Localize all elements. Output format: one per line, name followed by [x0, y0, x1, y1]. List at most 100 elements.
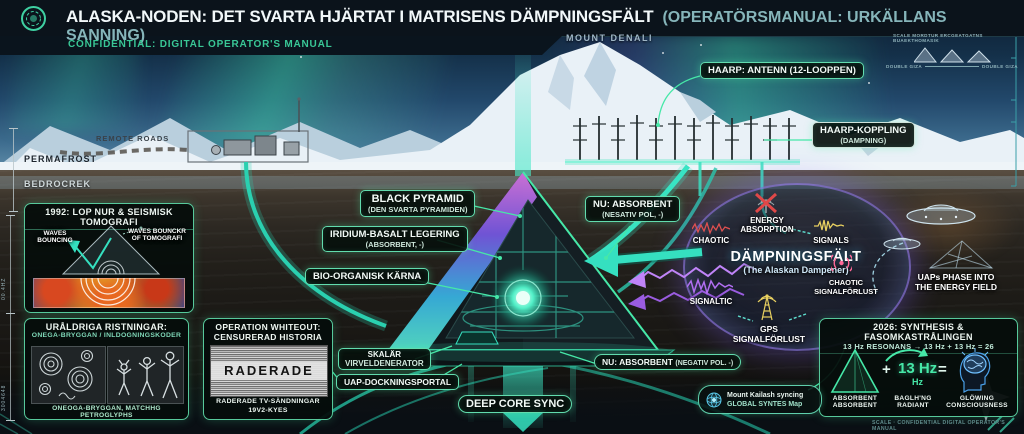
page-title: ALASKA-NODEN: DET SVARTA HJÄRTAT I MATRI… — [66, 7, 1024, 45]
wireframe-pyramid-icon — [928, 240, 994, 269]
waves-bounce-text: WAVES BOUNCKR OF TOMOGRAFI — [127, 228, 187, 242]
consciousness-line1: GLÖWING — [959, 395, 995, 402]
haarp-antenna-callout: HAARP: ANTENN (12-LOOPPEN) — [700, 62, 864, 79]
star — [662, 52, 664, 54]
uap-docking-portal — [455, 331, 499, 345]
skalar-sub: VIRVELDENERATOR — [345, 359, 424, 368]
energy-line1: ENERGY — [750, 216, 784, 225]
synthesis-panel: 2026: SYNTHESIS & FASOMKASTRÅLINGEN 13 H… — [819, 318, 1018, 417]
chaotic-waveform-icon — [692, 222, 730, 235]
uap-portal-callout: UAP-DOCKNINGSPORTAL — [336, 374, 460, 390]
uap-portal-label: UAP-DOCKNINGSPORTAL — [344, 377, 452, 387]
deep-core-arrow — [500, 410, 546, 432]
equals-sign: = — [938, 361, 947, 378]
star — [700, 44, 702, 46]
energy-absorption-label: ENERGY ABSORPTION — [731, 216, 803, 234]
heatmap-rings — [80, 278, 136, 306]
whiteout-panel: OPERATION WHITEOUT: CENSURERAD HISTORIA … — [203, 318, 333, 420]
deep-core-label: DEEP CORE SYNC — [466, 398, 565, 410]
consciousness-caption: GLÖWING CONSCIOUSNESS — [940, 395, 1014, 409]
classification-strip — [0, 36, 562, 55]
uap-phase-label: UAPs PHASE INTO THE ENERGY FIELD — [898, 272, 1014, 292]
seismic-heatmap — [33, 278, 185, 308]
footer-small-print: SCALE · CONFIDENTIAL DIGITAL OPERATOR'S … — [872, 420, 1006, 432]
bio-core-label: BIO-ORGANISK KÄRNA — [313, 271, 422, 282]
scale-caption: SCALE MORDTUR ERCGEATGATNS BUAEKTHOMASIK — [893, 33, 983, 43]
chaotic-loss-line1: CHAOTIC — [828, 278, 864, 287]
waves-bounce-label: WAVES BOUNCKR OF TOMOGRAFI — [125, 228, 189, 242]
iridium-callout: IRIDIUM-BASALT LEGERING (ABSORBENT, -) — [322, 226, 468, 252]
tv-static: RADERADE — [210, 345, 328, 397]
nu-absorbent-bottom-callout: NU: ABSORBENT (NEGATIV POL. -) — [594, 354, 742, 370]
giza-right-label: DOUBLE GIZA — [981, 64, 1018, 69]
gps-loss-label: GPS SIGNALFÖRLUST — [732, 324, 806, 344]
uap-line2: THE ENERGY FIELD — [914, 282, 998, 292]
permafrost-label: PERMAFROST — [24, 154, 97, 164]
absorbent-caption: ABSORBENT ABSORBENT — [822, 395, 888, 409]
scale-ruler — [925, 66, 979, 67]
star — [300, 56, 302, 58]
chaotic-signal-loss-label: CHAOTIC SIGNALFÖRLUST — [812, 278, 880, 296]
signals-label: SIGNALS — [813, 236, 849, 245]
uap-saucer-large-icon — [906, 204, 976, 225]
black-pyramid-callout: BLACK PYRAMID (DEN SVARTA PYRAMIDEN) — [360, 190, 476, 217]
title-text: ALASKA-NODEN: DET SVARTA HJÄRTAT I MATRI… — [66, 7, 654, 26]
synthesis-formula: 13 Hz RESONANS → 13 Hz + 13 Hz = 26 — [820, 342, 1017, 354]
haarp-antenna-label: HAARP: ANTENN (12-LOOPPEN) — [708, 65, 856, 76]
resonance-arrow-icon — [885, 348, 928, 362]
kailash-line1: Mount Kailash syncing — [727, 391, 804, 399]
haarp-coupling-label: HAARP-KOPPLING — [820, 125, 907, 136]
energy-line2: ABSORPTION — [740, 225, 794, 234]
waves-bouncing-label: WAVES BOUNCING — [29, 230, 81, 244]
depth-ruler — [13, 128, 14, 212]
dampening-title: DÄMPNINGSFÄLT — [730, 249, 862, 265]
blocked-antenna-icon — [754, 192, 778, 214]
haarp-array — [573, 115, 796, 160]
globe-icon — [706, 392, 722, 407]
kailash-line2: GLOBAL SYNTES Map — [727, 400, 803, 408]
signaltic-label: SIGNALTIC — [689, 297, 733, 306]
gps-tower-icon — [757, 294, 777, 321]
hz-sub: Hz — [912, 377, 923, 387]
signaltic-waveform-icon — [687, 278, 733, 295]
hz-value: 13 Hz — [898, 360, 938, 377]
apex-beam — [515, 36, 531, 176]
uap-saucer-small-icon — [883, 237, 921, 250]
petroglyph-spirals — [31, 346, 106, 404]
absorbent-line1: ABSORBENT — [832, 395, 878, 402]
black-pyramid-label: BLACK PYRAMID — [371, 193, 464, 205]
emblem-icon — [21, 6, 46, 31]
ruler-tick — [6, 215, 15, 216]
facility — [59, 97, 309, 163]
depth-ruler-lower — [10, 215, 11, 420]
nu-bottom-paren: (NEGATIV POL. -) — [675, 360, 734, 367]
tomografi-title: 1992: LOP NUR & SEISMISK TOMOGRAFI — [25, 204, 193, 230]
classification-label: CONFIDENTIAL: DIGITAL OPERATOR'S MANUAL — [68, 39, 333, 50]
kailash-pill: Mount Kailash syncing GLOBAL SYNTES Map — [698, 385, 822, 414]
ruler-tick — [9, 211, 18, 212]
remote-roads-label: REMOTE ROADS — [96, 134, 170, 143]
chaotic-label: CHAOTIC — [692, 236, 730, 245]
header-bar — [0, 0, 1024, 37]
ristningar-caption: ONEOGA-BRYGGAN, MATCHHG PETROGLYPHS — [52, 405, 161, 419]
ruler-label-lower: 3004648 — [1, 384, 7, 411]
nu-bottom-label: NU: ABSORBENT — [602, 357, 673, 367]
whiteout-caption2: 19V2-KYES — [248, 407, 288, 414]
tomografi-diagram — [61, 225, 161, 275]
tomografi-panel: 1992: LOP NUR & SEISMISK TOMOGRAFI WAVES… — [24, 203, 194, 313]
giza-left-label: DOUBLE GIZA — [886, 64, 923, 69]
bio-core-callout: BIO-ORGANISK KÄRNA — [305, 268, 430, 285]
bedrock-label: BEDROCREK — [24, 179, 92, 189]
ruler-tick — [6, 420, 15, 421]
raderade-text: RADERADE — [224, 363, 314, 378]
glowing-brain-icon — [959, 348, 991, 393]
plus-sign: + — [882, 361, 891, 378]
skalar-callout: SKALÄR VIRVELDENERATOR — [338, 348, 431, 370]
signals-waveform-icon — [814, 219, 844, 232]
haarp-coupling-sub: (DAMPNING) — [840, 136, 887, 145]
absorbent-line2: ABSORBENT — [832, 402, 878, 409]
whiteout-title: OPERATION WHITEOUT: — [215, 322, 321, 332]
whiteout-caption1: RADERADE TV-SÄNDNINGAR — [216, 398, 320, 405]
title-parenthetical: (OPERATÖRSMANUAL: URKÄLLANS SANNING) — [66, 9, 947, 44]
